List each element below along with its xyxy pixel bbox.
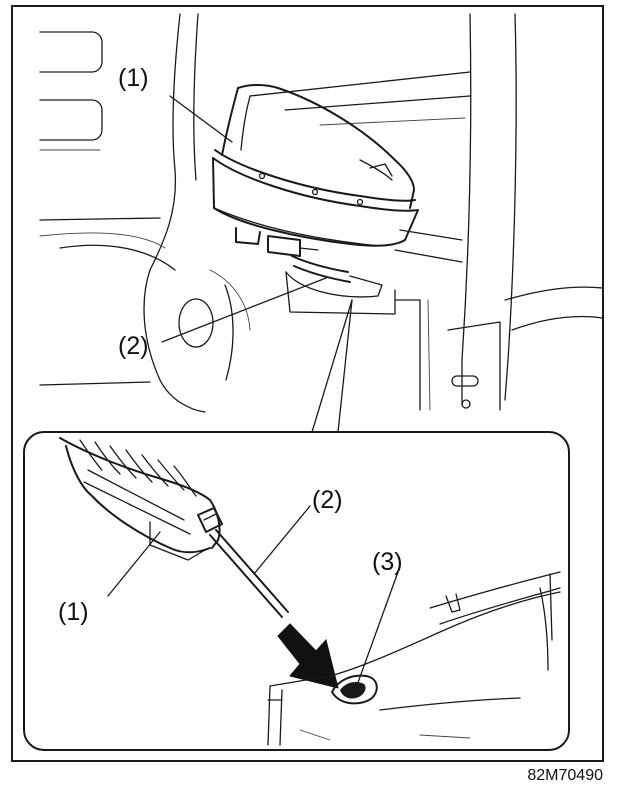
leader-detail-3 bbox=[355, 571, 399, 689]
arrow-down-right-icon bbox=[277, 623, 339, 689]
filler-opening bbox=[340, 682, 366, 699]
leader-top-1 bbox=[169, 95, 233, 143]
detail-pointer bbox=[311, 299, 353, 433]
detail-view: (1) (2) (3) bbox=[23, 431, 570, 751]
vent-slots bbox=[39, 31, 103, 151]
body-hole bbox=[178, 298, 214, 348]
frame-rails bbox=[249, 13, 604, 411]
leader-detail-1 bbox=[107, 531, 161, 597]
figure-id: 82M70490 bbox=[527, 767, 603, 784]
callout-detail-2: (2) bbox=[312, 486, 343, 514]
leader-detail-2 bbox=[253, 505, 311, 575]
callout-detail-3: (3) bbox=[372, 548, 403, 576]
callout-top-2: (2) bbox=[118, 332, 149, 360]
callout-top-1: (1) bbox=[118, 64, 149, 92]
leader-top-2 bbox=[161, 277, 327, 343]
detail-body-panel bbox=[267, 571, 561, 746]
figure-frame bbox=[11, 5, 604, 762]
reservoir-tank bbox=[212, 84, 419, 257]
main-view: (1) (2) bbox=[39, 13, 604, 413]
callout-detail-1: (1) bbox=[58, 598, 89, 626]
detail-tank bbox=[59, 437, 223, 561]
body-panel bbox=[39, 13, 251, 413]
dipstick bbox=[285, 255, 396, 315]
detail-dipstick bbox=[209, 529, 289, 618]
detail-frame bbox=[23, 431, 570, 751]
bracket-slot bbox=[451, 375, 479, 387]
